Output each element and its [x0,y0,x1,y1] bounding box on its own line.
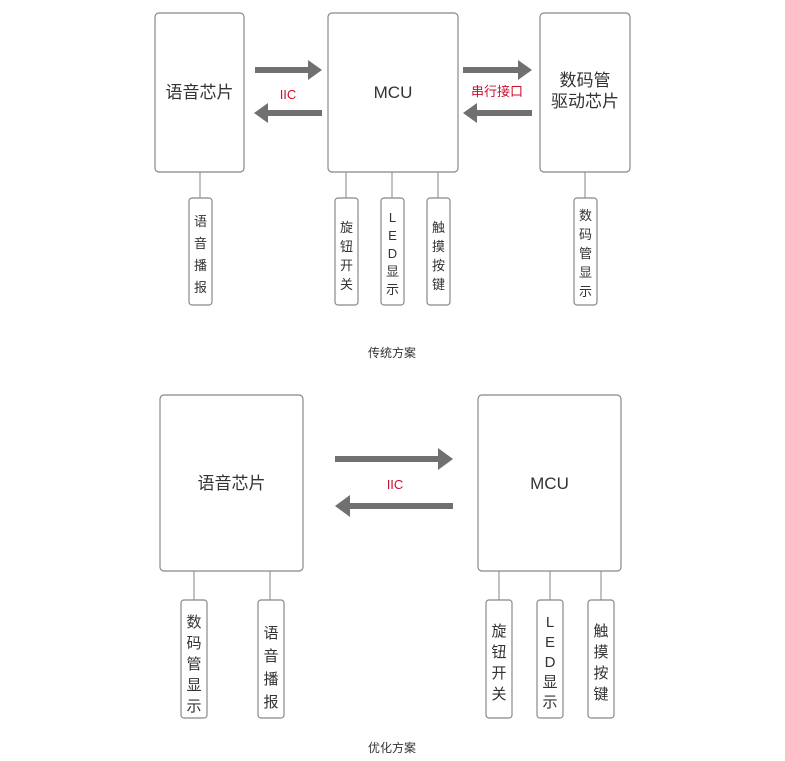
touch-key-label: 触摸按键 [432,220,445,292]
arrow-mcu-to-driver [463,60,532,80]
voice-chip-block: 语音芯片 [159,394,304,572]
optimized-caption: 优化方案 [368,740,416,755]
serial-interface-label: 串行接口 [471,84,523,99]
arrow-mcu-to-voice [254,103,322,123]
pill-voice-output: 语音播报 [188,197,213,306]
mcu-block: MCU [477,394,622,572]
segment-display-label: 数码管显示 [186,614,201,715]
pill-voice-output: 语音播报 [257,599,285,719]
traditional-caption: 传统方案 [368,345,416,360]
mcu-label: MCU [530,474,569,493]
voice-chip-label: 语音芯片 [198,474,266,493]
iic-label: IIC [280,87,297,102]
pill-segment-display: 数码管显示 [573,197,598,306]
touch-key-label: 触摸按键 [593,623,608,703]
pill-segment-display: 数码管显示 [180,599,208,719]
segment-driver-label-line2: 驱动芯片 [551,92,619,111]
arrow-driver-to-mcu [463,103,532,123]
segment-driver-label-line1: 数码管 [560,71,611,90]
voice-chip-label: 语音芯片 [166,83,234,102]
pill-rotary-switch: 旋钮开关 [334,197,359,306]
mcu-block: MCU [327,12,459,173]
rotary-switch-label: 旋钮开关 [340,220,353,292]
iic-label: IIC [387,477,404,492]
pill-rotary-switch: 旋钮开关 [485,599,513,719]
pill-touch-key: 触摸按键 [426,197,451,306]
arrow-voice-to-mcu [335,448,453,470]
pill-touch-key: 触摸按键 [587,599,615,719]
voice-chip-block: 语音芯片 [154,12,245,173]
arrow-voice-to-mcu [255,60,322,80]
rotary-switch-label: 旋钮开关 [491,623,506,703]
traditional-scheme: 语音芯片 MCU 数码管 驱动芯片 IIC 串行接口 [154,12,631,360]
optimized-scheme: 语音芯片 MCU IIC 数码管显示 语音播报 旋钮开关 [159,394,622,755]
voice-output-label: 语音播报 [194,214,207,295]
arrow-mcu-to-voice [335,495,453,517]
segment-driver-block: 数码管 驱动芯片 [539,12,631,173]
mcu-label: MCU [374,83,413,102]
segment-display-label: 数码管显示 [579,208,592,299]
voice-output-label: 语音播报 [263,625,278,711]
